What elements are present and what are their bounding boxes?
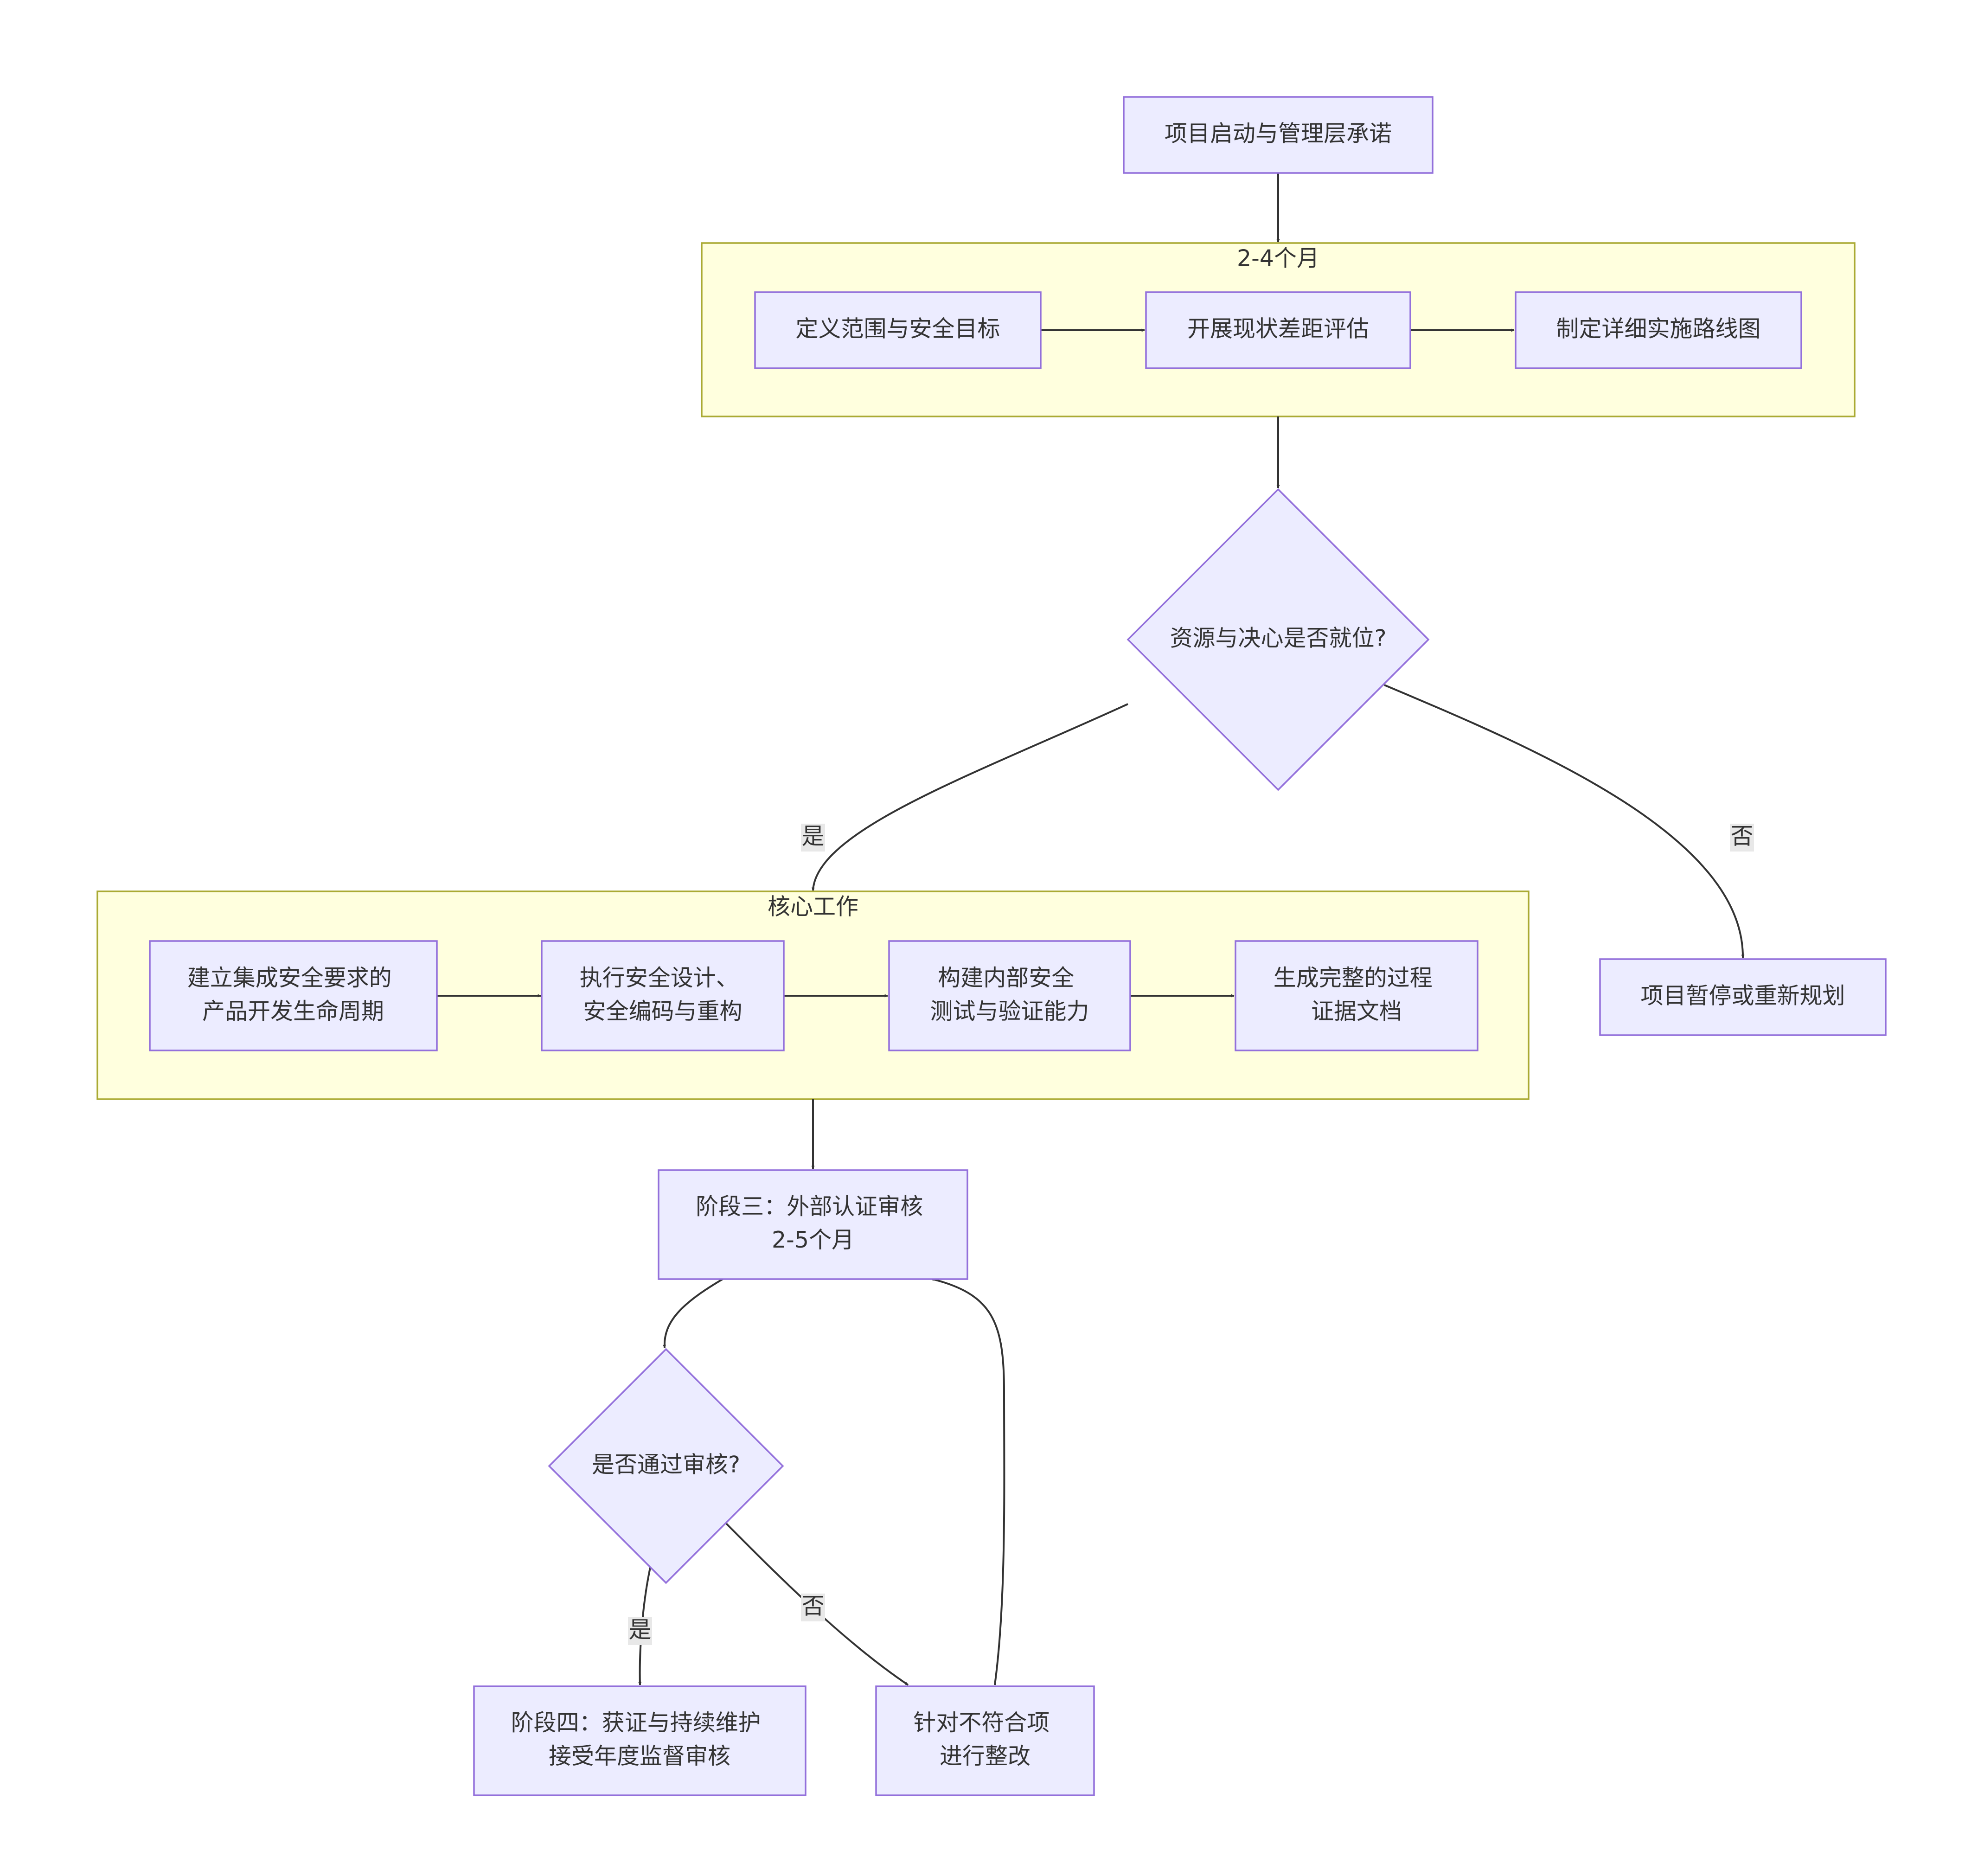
svg-text:项目启动与管理层承诺: 项目启动与管理层承诺 bbox=[1165, 121, 1392, 147]
node-rectify: 针对不符合项 进行整改 bbox=[875, 1685, 1095, 1796]
svg-text:针对不符合项 进行整改: 针对不符合项 进行整改 bbox=[913, 1710, 1057, 1769]
svg-text:是: 是 bbox=[628, 1617, 651, 1643]
cluster-phase1-title: 2-4个月 bbox=[1237, 245, 1319, 272]
svg-text:项目暂停或重新规划: 项目暂停或重新规划 bbox=[1640, 983, 1845, 1009]
edge-rectify-to-audit bbox=[930, 1278, 1005, 1685]
svg-text:生成完整的过程 证据文档: 生成完整的过程 证据文档 bbox=[1274, 965, 1440, 1024]
svg-text:定义范围与安全目标: 定义范围与安全目标 bbox=[795, 316, 1000, 342]
edge-label-resources-no: 否 bbox=[1730, 823, 1754, 852]
node-pause: 项目暂停或重新规划 bbox=[1599, 958, 1887, 1036]
svg-text:否: 否 bbox=[801, 1593, 824, 1620]
node-decision-resources: 资源与决心是否就位? bbox=[1127, 488, 1430, 791]
svg-text:是否通过审核?: 是否通过审核? bbox=[592, 1452, 740, 1478]
node-evidence: 生成完整的过程 证据文档 bbox=[1235, 940, 1479, 1051]
svg-text:阶段四：获证与持续维护 接受年度监督审核: 阶段四：获证与持续维护 接受年度监督审核 bbox=[511, 1710, 768, 1769]
edge-decision-no bbox=[1384, 684, 1745, 958]
node-decision-audit: 是否通过审核? bbox=[548, 1348, 784, 1584]
svg-text:执行安全设计、 安全编码与重构: 执行安全设计、 安全编码与重构 bbox=[580, 965, 746, 1024]
svg-text:阶段三：外部认证审核 2-5个月: 阶段三：外部认证审核 2-5个月 bbox=[696, 1193, 930, 1253]
node-testing: 构建内部安全 测试与验证能力 bbox=[888, 940, 1131, 1051]
svg-text:建立集成安全要求的 产品开发生命周期: 建立集成安全要求的 产品开发生命周期 bbox=[187, 965, 399, 1024]
edge-label-audit-yes: 是 bbox=[628, 1617, 652, 1645]
node-start: 项目启动与管理层承诺 bbox=[1123, 96, 1434, 174]
svg-text:开展现状差距评估: 开展现状差距评估 bbox=[1187, 316, 1369, 342]
node-certified: 阶段四：获证与持续维护 接受年度监督审核 bbox=[473, 1685, 806, 1796]
node-gap-assessment: 开展现状差距评估 bbox=[1145, 291, 1411, 369]
edge-label-resources-yes: 是 bbox=[801, 823, 825, 852]
node-define-scope: 定义范围与安全目标 bbox=[754, 291, 1042, 369]
svg-text:是: 是 bbox=[801, 823, 824, 850]
svg-text:资源与决心是否就位?: 资源与决心是否就位? bbox=[1170, 625, 1386, 652]
edge-label-audit-no: 否 bbox=[801, 1593, 825, 1621]
svg-text:制定详细实施路线图: 制定详细实施路线图 bbox=[1556, 316, 1760, 342]
node-secure-design: 执行安全设计、 安全编码与重构 bbox=[541, 940, 785, 1051]
edge-audit-to-decision bbox=[663, 1278, 724, 1348]
node-audit: 阶段三：外部认证审核 2-5个月 bbox=[658, 1169, 968, 1280]
svg-text:构建内部安全 测试与验证能力: 构建内部安全 测试与验证能力 bbox=[930, 965, 1089, 1024]
node-roadmap: 制定详细实施路线图 bbox=[1515, 291, 1802, 369]
svg-text:否: 否 bbox=[1730, 823, 1753, 850]
cluster-core-title: 核心工作 bbox=[768, 894, 858, 920]
edge-decision-yes bbox=[811, 703, 1128, 891]
node-sdlc: 建立集成安全要求的 产品开发生命周期 bbox=[149, 940, 438, 1051]
